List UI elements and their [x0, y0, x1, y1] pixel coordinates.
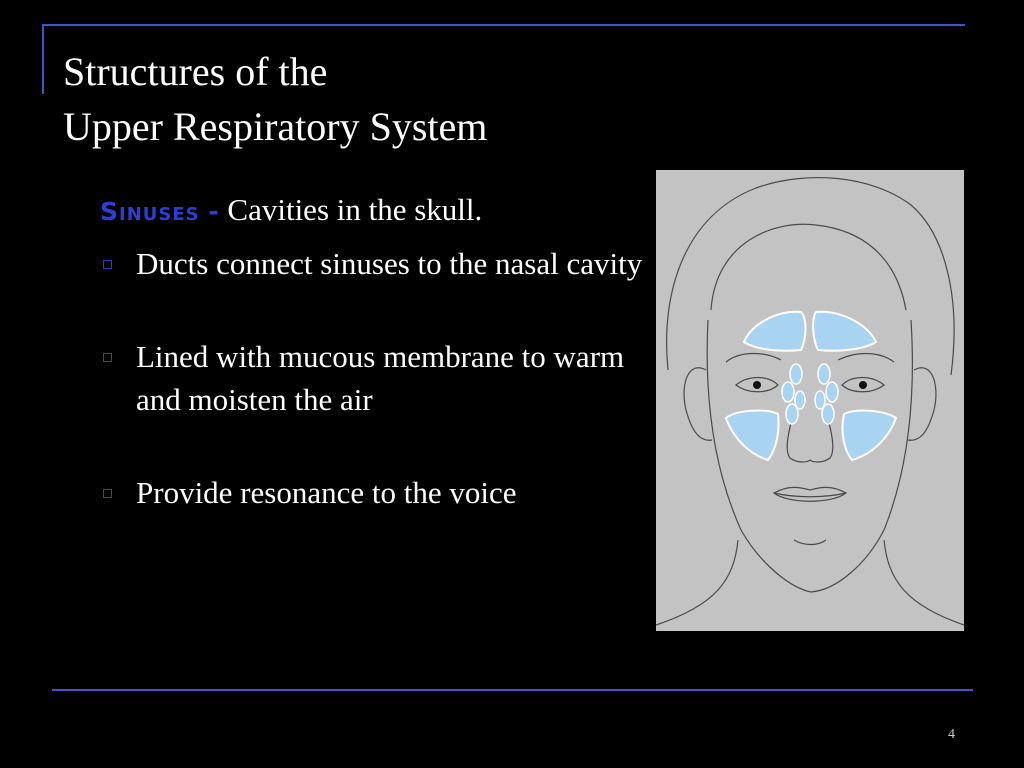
- bullet-item: Lined with mucous membrane to warm and m…: [100, 335, 645, 421]
- lead-line: Sinuses - Cavities in the skull.: [100, 190, 645, 232]
- page-number: 4: [948, 727, 955, 742]
- maxillary-sinuses: [724, 409, 898, 462]
- right-pupil: [859, 381, 867, 389]
- sinuses-term: Sinuses: [100, 197, 200, 226]
- square-bullet-icon: [103, 353, 112, 362]
- bottom-rule: [52, 689, 973, 691]
- face-outline: [656, 176, 964, 626]
- title-line-2: Upper Respiratory System: [63, 104, 488, 149]
- left-pupil: [753, 381, 761, 389]
- face-sinus-svg: [656, 176, 964, 626]
- ethmoid-sinuses: [781, 363, 839, 425]
- left-rule: [42, 24, 44, 94]
- lead-definition: Cavities in the skull.: [227, 192, 483, 227]
- sinus-face-illustration: [656, 170, 964, 631]
- frontal-sinuses: [742, 310, 878, 352]
- square-bullet-icon: [103, 489, 112, 498]
- title-line-1: Structures of the: [63, 49, 328, 94]
- bullet-item: Ducts connect sinuses to the nasal cavit…: [100, 242, 645, 285]
- bullet-text: Lined with mucous membrane to warm and m…: [136, 339, 625, 417]
- square-bullet-icon: [103, 260, 112, 269]
- bullet-text: Provide resonance to the voice: [136, 475, 517, 510]
- bullet-item: Provide resonance to the voice: [100, 471, 645, 514]
- slide-title: Structures of the Upper Respiratory Syst…: [63, 44, 663, 154]
- slide-content: Sinuses - Cavities in the skull. Ducts c…: [100, 190, 645, 514]
- top-rule: [42, 24, 965, 26]
- bullet-text: Ducts connect sinuses to the nasal cavit…: [136, 246, 643, 281]
- term-separator: -: [199, 197, 228, 226]
